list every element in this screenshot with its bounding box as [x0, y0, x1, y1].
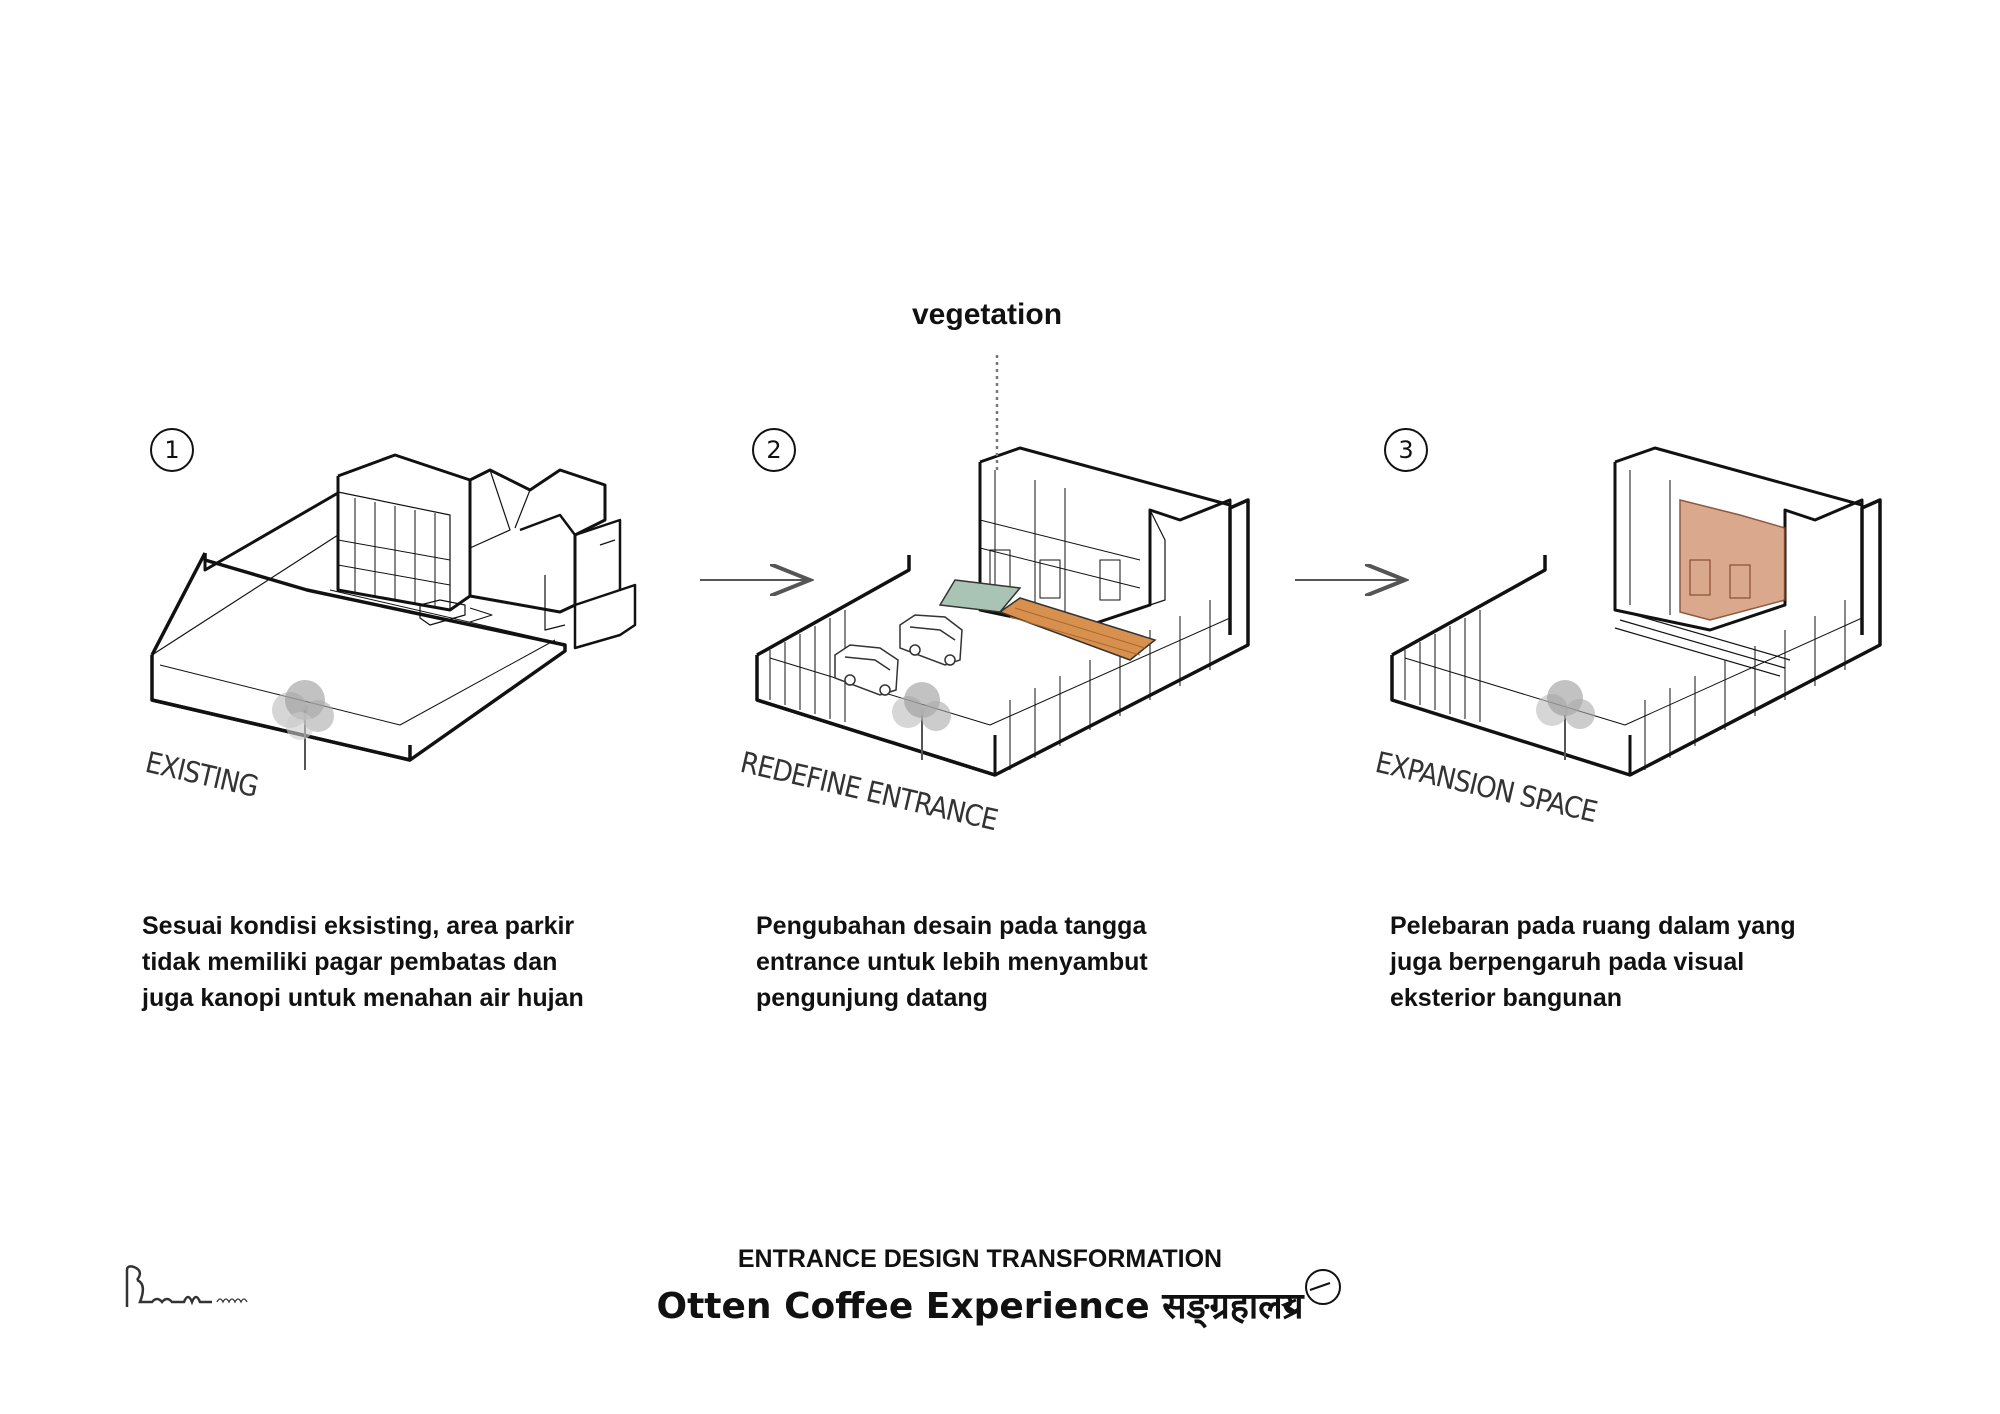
stage-1-axonometric: [150, 453, 637, 762]
studio-logo: [125, 1265, 248, 1307]
north-arrow-icon: [1280, 1269, 1341, 1320]
stage-2-description: Pengubahan desain pada tangga entrance u…: [756, 908, 1276, 1016]
car-1-icon: [899, 614, 963, 666]
description-line: tidak memiliki pagar pembatas dan: [142, 948, 558, 976]
car-2-icon: [834, 644, 899, 696]
description-line: Pelebaran pada ruang dalam yang: [1390, 912, 1796, 940]
vegetation-callout-label: vegetation: [912, 298, 1063, 331]
stage-1-description: Sesuai kondisi eksisting, area parkir ti…: [142, 908, 662, 1016]
description-line: juga berpengaruh pada visual: [1390, 948, 1745, 976]
stage-3-number: 3: [1384, 428, 1428, 472]
entrance-deck: [998, 597, 1157, 661]
footer-subtitle: ENTRANCE DESIGN TRANSFORMATION: [737, 1245, 1223, 1273]
stage-2-axonometric: [755, 446, 1250, 777]
footer-title: Otten Coffee Experience सङ्ग्रहालय: [656, 1286, 1304, 1327]
stage-2-number: 2: [752, 428, 796, 472]
description-line: eksterior bangunan: [1390, 984, 1622, 1012]
tree-2-icon: [892, 682, 951, 760]
tree-1-icon: [272, 680, 334, 770]
description-line: juga kanopi untuk menahan air hujan: [142, 984, 584, 1012]
expansion-volume: [1679, 499, 1786, 621]
stage-1-number: 1: [150, 428, 194, 472]
description-line: entrance untuk lebih menyambut: [756, 948, 1148, 976]
description-line: pengunjung datang: [756, 984, 988, 1012]
description-line: Sesuai kondisi eksisting, area parkir: [142, 912, 575, 940]
tree-3-icon: [1536, 680, 1595, 760]
stage-3-axonometric: [1390, 446, 1882, 777]
description-line: Pengubahan desain pada tangga: [756, 912, 1147, 940]
stage-3-description: Pelebaran pada ruang dalam yang juga ber…: [1390, 908, 1910, 1016]
